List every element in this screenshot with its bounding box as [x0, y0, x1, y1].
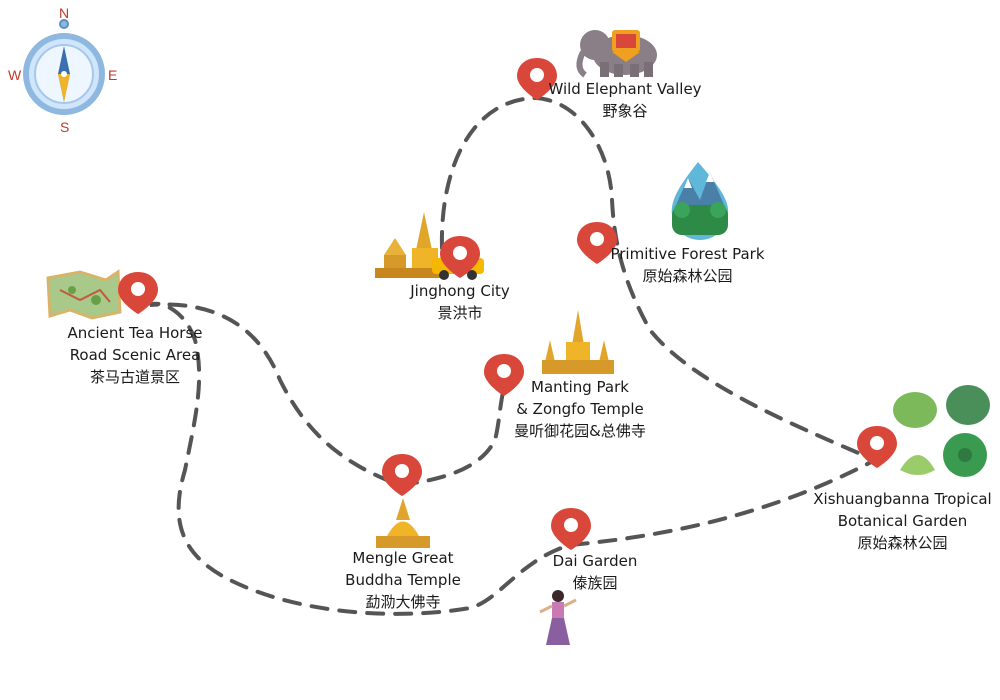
mengle-pagoda-icon: [376, 498, 430, 548]
pin-jinghong[interactable]: [440, 236, 480, 278]
jinghong-temple-icon: [375, 212, 447, 278]
pin-manting[interactable]: [484, 354, 524, 396]
manting-temple-icon: [542, 310, 614, 374]
label-jinghong: Jinghong City 景洪市: [400, 280, 520, 324]
place-name-zh: 勐泐大佛寺: [365, 593, 441, 611]
compass-east: E: [108, 67, 117, 83]
compass-west: W: [8, 67, 22, 83]
place-name-zh: 景洪市: [437, 304, 483, 322]
compass: N S E W: [8, 5, 117, 135]
place-name-en-line1: Ancient Tea Horse: [67, 324, 203, 342]
label-tea-horse: Ancient Tea Horse Road Scenic Area 茶马古道景…: [55, 322, 215, 388]
place-name-en-line2: Road Scenic Area: [69, 346, 201, 364]
label-dai-garden: Dai Garden 傣族园: [540, 550, 650, 594]
forest-icon: [671, 162, 729, 240]
place-name-en: Dai Garden: [552, 552, 638, 570]
place-name-en-line2: & Zongfo Temple: [516, 400, 644, 418]
place-name-en-line1: Mengle Great: [352, 549, 454, 567]
elephant-icon: [576, 30, 657, 78]
label-wild-elephant: Wild Elephant Valley 野象谷: [540, 78, 710, 122]
place-name-zh: 原始森林公园: [857, 534, 948, 552]
pin-botanical[interactable]: [857, 426, 897, 468]
place-name-en-line2: Buddha Temple: [345, 571, 461, 589]
place-name-en: Wild Elephant Valley: [548, 80, 702, 98]
dai-dancer-icon: [539, 590, 577, 645]
place-name-zh: 原始森林公园: [642, 267, 733, 285]
place-name-en: Jinghong City: [410, 282, 510, 300]
place-name-zh: 野象谷: [602, 102, 648, 120]
place-name-en: Primitive Forest Park: [610, 245, 765, 263]
tour-route: [149, 95, 880, 616]
pin-mengle[interactable]: [382, 454, 422, 496]
pin-wild-elephant[interactable]: [517, 58, 557, 100]
label-manting: Manting Park & Zongfo Temple 曼听御花园&总佛寺: [505, 376, 655, 442]
compass-north: N: [59, 5, 69, 21]
pin-tea-horse[interactable]: [118, 272, 158, 314]
label-primitive-forest: Primitive Forest Park 原始森林公园: [605, 243, 770, 287]
place-name-zh: 茶马古道景区: [89, 368, 180, 386]
label-botanical: Xishuangbanna Tropical Botanical Garden …: [805, 488, 1000, 554]
botanical-leaves-icon: [893, 385, 990, 477]
place-name-zh: 傣族园: [572, 574, 618, 592]
pin-dai-garden[interactable]: [551, 508, 591, 550]
place-name-en-line2: Botanical Garden: [837, 512, 968, 530]
place-name-en-line1: Manting Park: [531, 378, 629, 396]
place-name-zh: 曼听御花园&总佛寺: [514, 422, 646, 440]
place-name-en-line1: Xishuangbanna Tropical: [813, 490, 992, 508]
tea-map-icon: [46, 269, 122, 320]
compass-south: S: [60, 119, 69, 135]
pin-primitive-forest[interactable]: [577, 222, 617, 264]
label-mengle: Mengle Great Buddha Temple 勐泐大佛寺: [333, 547, 473, 613]
